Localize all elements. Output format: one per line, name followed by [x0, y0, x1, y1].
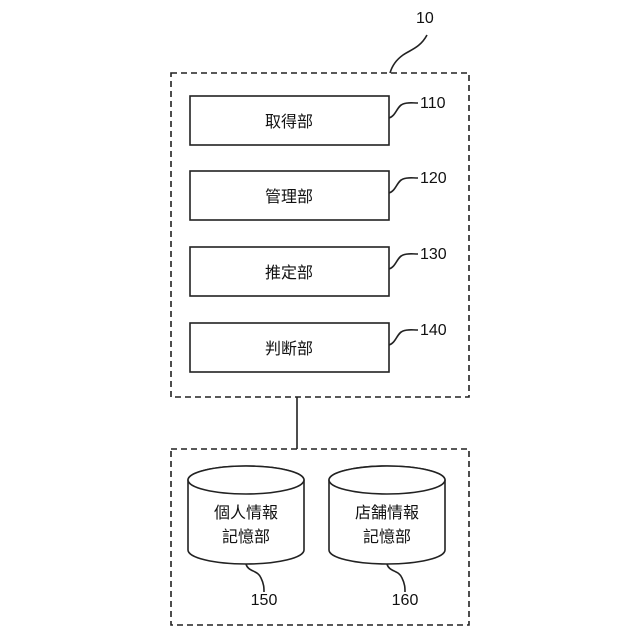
unit-ref-label: 110	[420, 95, 446, 112]
unit-ref-leader	[389, 103, 418, 118]
storage-ref-label: 160	[392, 592, 419, 609]
unit-management: 管理部 120	[190, 170, 447, 220]
unit-ref-label: 140	[420, 322, 447, 339]
unit-ref-leader	[389, 330, 418, 345]
unit-label: 取得部	[265, 112, 313, 131]
unit-judgment: 判断部 140	[190, 322, 447, 372]
unit-ref-leader	[389, 178, 418, 193]
storage-label-line2: 記憶部	[222, 527, 270, 546]
unit-label: 管理部	[265, 187, 313, 206]
storage-personal-info: 個人情報 記憶部 150	[188, 466, 304, 609]
storage-label-line2: 記憶部	[363, 527, 411, 546]
unit-estimation: 推定部 130	[190, 246, 447, 296]
storage-ref-leader	[246, 564, 264, 592]
storage-ref-label: 150	[251, 592, 278, 609]
cylinder-top	[188, 466, 304, 494]
unit-ref-leader	[389, 254, 418, 269]
storage-label-line1: 店舗情報	[355, 503, 419, 522]
system-ref-leader	[390, 35, 427, 73]
unit-acquisition: 取得部 110	[190, 95, 446, 145]
unit-label: 判断部	[265, 339, 313, 358]
unit-ref-label: 120	[420, 170, 447, 187]
storage-ref-leader	[387, 564, 405, 592]
unit-label: 推定部	[265, 263, 313, 282]
unit-ref-label: 130	[420, 246, 447, 263]
system-ref-label: 10	[416, 10, 434, 27]
storage-store-info: 店舗情報 記憶部 160	[329, 466, 445, 609]
storage-label-line1: 個人情報	[214, 503, 278, 522]
cylinder-top	[329, 466, 445, 494]
